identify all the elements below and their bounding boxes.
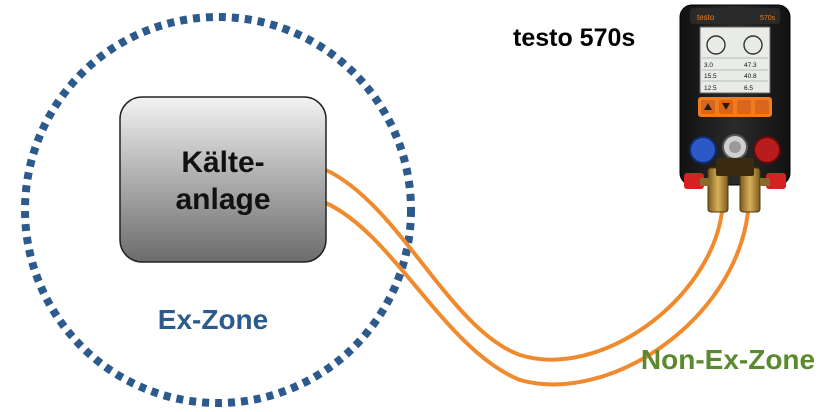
hose-2 [325, 201, 750, 387]
device-model: 570s [760, 15, 776, 22]
device-name-label: testo 570s [513, 24, 635, 52]
red-cap-right [766, 173, 786, 189]
red-cap-left [684, 173, 704, 189]
low-side-valve-knob [689, 136, 717, 164]
high-side-valve-knob [753, 136, 781, 164]
refrigeration-plant-box [119, 96, 327, 263]
screen-gauge-left [706, 35, 726, 55]
screen-gauge-right [743, 35, 763, 55]
hose-1 [325, 168, 724, 362]
screen-reading-1: 3.0 [704, 62, 713, 69]
screen-reading-2: 47.3 [744, 62, 757, 69]
device-screen [699, 26, 771, 94]
non-ex-zone-label: Non-Ex-Zone [641, 344, 815, 375]
device-brand: testo [697, 13, 715, 22]
device-keypad [698, 97, 772, 117]
device-top-bar [690, 8, 780, 24]
digital-manifold-device: testo 570s 3.0 47.3 15.5 40.8 12.5 6.5 [679, 4, 791, 213]
screen-reading-3: 15.5 [704, 73, 717, 80]
plant-label-line1: Kälte- [181, 146, 264, 179]
screen-reading-6: 6.5 [744, 85, 753, 92]
screen-reading-4: 40.8 [744, 73, 757, 80]
ex-zone-label: Ex-Zone [158, 304, 268, 335]
plant-label-line2: anlage [175, 183, 270, 216]
ex-zone-boundary [21, 13, 415, 407]
screen-reading-5: 12.5 [704, 85, 717, 92]
